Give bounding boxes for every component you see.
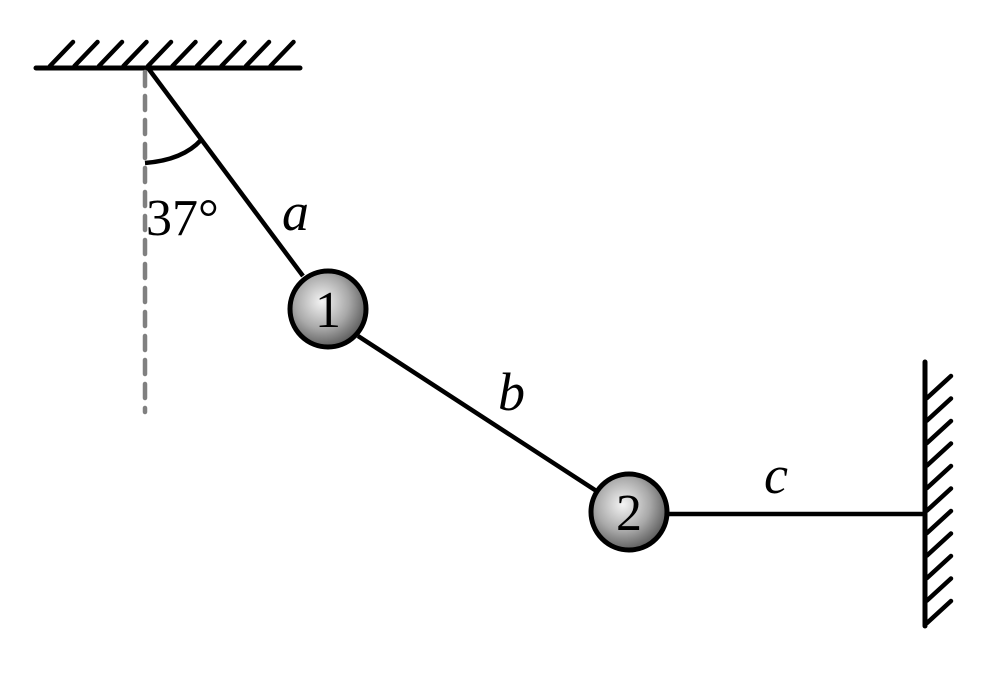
ceiling-hatch-mark	[96, 39, 125, 69]
ball-1-label: 1	[315, 282, 341, 339]
rope-a	[146, 66, 305, 278]
wall-hatching	[924, 373, 954, 626]
ceiling-hatch-mark	[194, 39, 223, 69]
wall-support	[922, 359, 954, 629]
rope-b-label: b	[498, 362, 525, 422]
wall-hatch-mark	[924, 463, 954, 491]
wall-hatch-mark	[924, 576, 954, 603]
angle-arc	[144, 138, 203, 166]
ball-2-label: 2	[616, 485, 642, 542]
ceiling-hatch-mark	[47, 39, 76, 69]
wall-hatch-mark	[924, 441, 954, 468]
wall-hatch-mark	[924, 486, 954, 513]
wall-hatch-mark	[924, 396, 954, 423]
wall-hatch-mark	[924, 531, 954, 558]
ceiling-hatch-mark	[72, 39, 100, 69]
ceiling-hatch-mark	[243, 39, 272, 69]
ceiling-hatch-mark	[268, 39, 296, 69]
ceiling-support	[33, 39, 303, 71]
ball-1-circle	[287, 268, 369, 350]
wall-hatch-mark	[924, 418, 954, 446]
ceiling-hatch-mark	[219, 39, 247, 69]
ceiling-hatch-mark	[170, 39, 198, 69]
wall-hatch-mark	[924, 373, 954, 401]
ball-2: 2	[588, 471, 670, 553]
ball-2-circle	[588, 471, 670, 553]
ceiling-hatch-mark	[121, 39, 149, 69]
rope-a-label: a	[282, 182, 309, 242]
wall-hatch-mark	[924, 553, 954, 581]
wall-hatch-mark	[924, 598, 954, 626]
ceiling-hatching	[47, 39, 296, 69]
ceiling-hatch-mark	[145, 39, 174, 69]
wall-hatch-mark	[924, 508, 954, 536]
ball-1: 1	[287, 268, 369, 350]
rope-c-label: c	[764, 445, 788, 505]
angle-label: 37°	[146, 190, 219, 247]
rope-b	[356, 334, 600, 494]
